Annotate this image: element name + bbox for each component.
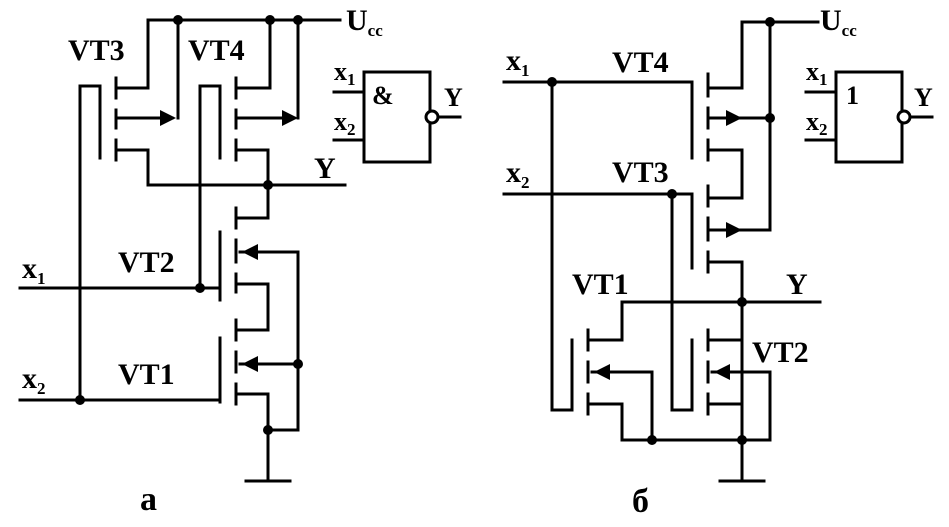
a-supply-rail xyxy=(146,15,342,120)
a-input-x2-net xyxy=(18,84,222,405)
a-input-x1-net xyxy=(18,84,222,293)
a-transistor-vt1 xyxy=(218,318,303,482)
a-transistor-vt4 xyxy=(198,76,298,207)
b-input-x2-label: x2 xyxy=(506,156,530,192)
a-label-vt2: VT2 xyxy=(118,246,175,279)
a-label-vt4: VT4 xyxy=(188,34,245,67)
b-caption: б xyxy=(632,483,649,520)
b-symbol-input-x1: x1 xyxy=(806,57,828,89)
b-output-net xyxy=(620,297,822,342)
b-symbol-input-x2: x2 xyxy=(806,107,828,139)
b-output-label: Y xyxy=(786,268,808,301)
a-transistor-vt2 xyxy=(218,203,300,432)
b-transistor-vt4 xyxy=(690,72,768,200)
b-input-x1-net xyxy=(502,77,694,412)
a-label-vt1: VT1 xyxy=(118,358,175,391)
a-output-net xyxy=(146,180,347,190)
b-label-vt1: VT1 xyxy=(572,268,629,301)
a-supply-label: Ucc xyxy=(346,4,383,40)
a-symbol-input-x1: x1 xyxy=(334,57,356,89)
b-supply-rail xyxy=(740,17,820,232)
b-transistor-vt2 xyxy=(690,328,772,442)
a-input-x1-label: x1 xyxy=(22,252,46,288)
b-supply-label: Ucc xyxy=(820,4,857,40)
b-transistor-vt1 xyxy=(570,328,654,442)
a-caption: а xyxy=(140,481,157,518)
a-output-label: Y xyxy=(314,152,336,185)
a-transistor-vt3 xyxy=(78,76,176,187)
diagram-a-nand: Ucc xyxy=(18,4,463,518)
diagram-b-nor: Ucc xyxy=(502,4,934,520)
a-symbol-input-x2: x2 xyxy=(334,107,356,139)
b-input-x2-net xyxy=(502,189,694,412)
a-input-x2-label: x2 xyxy=(22,362,46,398)
b-nor-symbol: 1 x1 x2 Y xyxy=(804,57,934,164)
b-input-x1-label: x1 xyxy=(506,44,530,80)
b-label-vt4: VT4 xyxy=(612,46,669,79)
b-transistor-vt3 xyxy=(690,184,772,442)
b-label-vt2: VT2 xyxy=(752,336,809,369)
a-symbol-function: & xyxy=(372,81,394,110)
b-label-vt3: VT3 xyxy=(612,156,669,189)
b-ground-net xyxy=(620,435,772,483)
a-symbol-output: Y xyxy=(444,83,463,112)
b-symbol-function: 1 xyxy=(846,81,859,110)
a-nand-symbol: & x1 x2 Y xyxy=(332,57,463,164)
b-symbol-output: Y xyxy=(914,83,933,112)
a-label-vt3: VT3 xyxy=(68,34,125,67)
